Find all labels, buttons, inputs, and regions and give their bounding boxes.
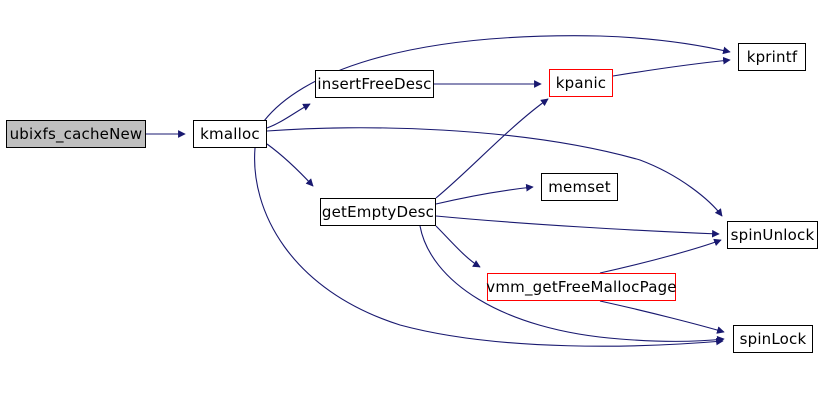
- node-vmm_getFreeMallocPage[interactable]: vmm_getFreeMallocPage: [486, 273, 677, 301]
- node-kpanic[interactable]: kpanic: [549, 69, 613, 97]
- node-label-insertFreeDesc: insertFreeDesc: [317, 74, 432, 93]
- edge-getEmptyDesc-to-vmm_getFreeMallocPage: [435, 225, 481, 268]
- node-getEmptyDesc[interactable]: getEmptyDesc: [320, 198, 436, 226]
- node-label-kprintf: kprintf: [746, 47, 798, 66]
- edge-getEmptyDesc-to-kpanic: [435, 98, 549, 199]
- node-label-ubixfs_cacheNew: ubixfs_cacheNew: [9, 124, 143, 143]
- node-label-kpanic: kpanic: [555, 73, 607, 92]
- edge-kmalloc-to-insertFreeDesc: [266, 103, 311, 129]
- edge-getEmptyDesc-to-memset: [435, 183, 534, 205]
- edge-kpanic-to-kprintf: [612, 56, 731, 77]
- node-label-kmalloc: kmalloc: [200, 124, 260, 143]
- node-label-vmm_getFreeMallocPage: vmm_getFreeMallocPage: [486, 277, 677, 296]
- edge-vmm_getFreeMallocPage-to-spinUnlock: [599, 238, 722, 274]
- edge-getEmptyDesc-to-spinUnlock: [435, 215, 720, 238]
- node-kmalloc[interactable]: kmalloc: [193, 120, 267, 148]
- node-kprintf[interactable]: kprintf: [738, 43, 806, 71]
- node-label-memset: memset: [548, 177, 611, 196]
- node-label-spinLock: spinLock: [739, 329, 807, 348]
- edge-kmalloc-to-spinUnlock: [266, 127, 723, 217]
- edge-paths: [146, 35, 731, 347]
- edge-kmalloc-to-kprintf: [263, 35, 731, 122]
- node-spinLock[interactable]: spinLock: [733, 325, 813, 353]
- node-label-spinUnlock: spinUnlock: [730, 225, 815, 244]
- edge-vmm_getFreeMallocPage-to-spinLock: [599, 300, 725, 334]
- node-memset[interactable]: memset: [541, 173, 618, 201]
- edge-kmalloc-to-spinLock: [254, 147, 724, 347]
- node-insertFreeDesc[interactable]: insertFreeDesc: [315, 70, 434, 98]
- node-label-getEmptyDesc: getEmptyDesc: [321, 202, 435, 221]
- node-ubixfs_cacheNew[interactable]: ubixfs_cacheNew: [6, 120, 146, 148]
- node-spinUnlock[interactable]: spinUnlock: [727, 221, 818, 249]
- edge-kmalloc-to-getEmptyDesc: [266, 143, 314, 187]
- edge-getEmptyDesc-to-spinLock: [419, 225, 725, 344]
